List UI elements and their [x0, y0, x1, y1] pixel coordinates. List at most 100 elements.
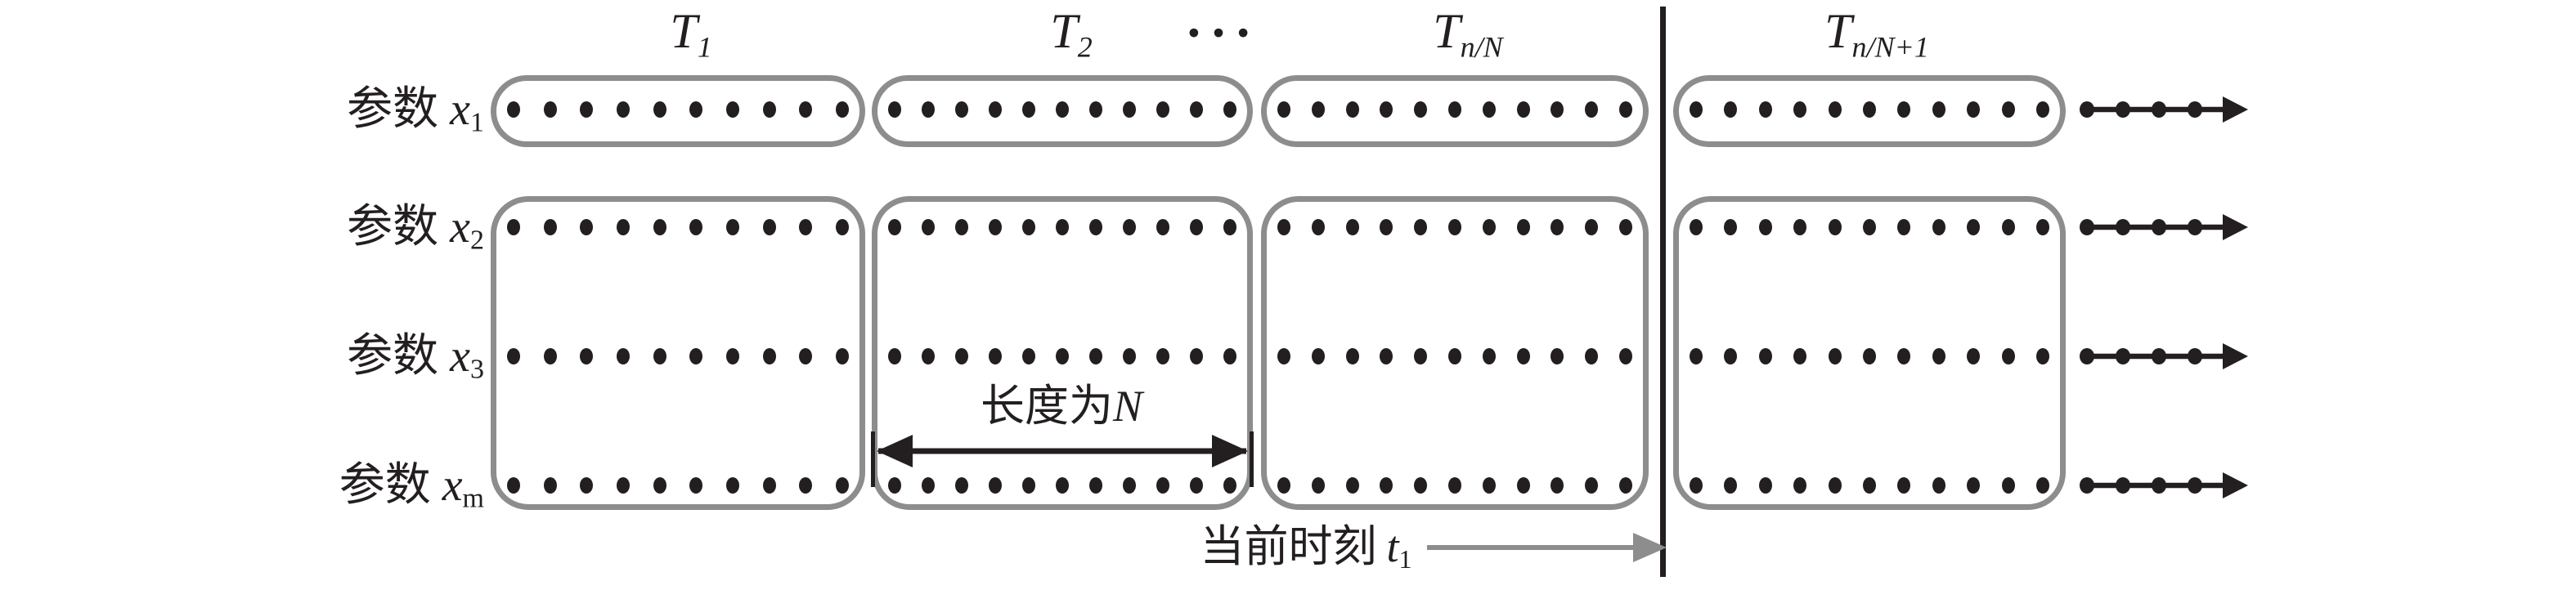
data-point-dot [1551, 101, 1564, 118]
data-point-dot [1932, 477, 1945, 494]
data-point-dot [799, 219, 813, 235]
data-point-dot [507, 101, 520, 118]
length-tick-right [1250, 431, 1254, 487]
length-double-arrow [871, 431, 1254, 487]
data-point-dot [507, 219, 520, 235]
data-point-dot [1758, 219, 1772, 235]
data-point-dot [1223, 477, 1236, 494]
data-point-dot [1690, 477, 1703, 494]
time-window-pill-t1 [491, 75, 865, 147]
data-point-dot [1967, 477, 1981, 494]
data-point-dot [543, 219, 557, 235]
data-point-dot [1828, 101, 1842, 118]
data-point-dot [1447, 219, 1461, 235]
data-point-dot [989, 477, 1002, 494]
data-point-dot [1089, 101, 1102, 118]
trail-dot [2080, 101, 2094, 118]
data-point-series [1277, 347, 1632, 365]
data-point-dot [1585, 101, 1599, 118]
trail-dot [2080, 477, 2094, 494]
window-label-tnN: Tn/N [1433, 5, 1502, 74]
data-point-dot [1022, 101, 1035, 118]
data-point-dot [1967, 219, 1981, 235]
trail-dot [2188, 348, 2202, 364]
data-point-dot [1380, 477, 1393, 494]
data-point-dot [1190, 219, 1203, 235]
data-point-dot [989, 219, 1002, 235]
data-point-dot [580, 219, 594, 235]
data-point-dot [1828, 348, 1842, 364]
data-point-dot [922, 348, 935, 364]
data-point-dot [1089, 477, 1102, 494]
data-point-series [888, 218, 1236, 236]
data-point-dot [725, 101, 739, 118]
time-axis-continuation-arrow [2076, 211, 2249, 244]
data-point-dot [922, 101, 935, 118]
data-point-dot [1022, 219, 1035, 235]
data-point-dot [1967, 348, 1981, 364]
data-point-dot [799, 348, 813, 364]
data-point-series [1690, 218, 2049, 236]
window-length-annotation: 长度为N [981, 379, 1142, 433]
data-point-dot [1414, 348, 1428, 364]
row-label-text: 参数 [347, 84, 439, 135]
data-point-dot [616, 101, 630, 118]
window-variable: T [1824, 4, 1852, 58]
data-point-dot [653, 348, 666, 364]
data-point-series [888, 101, 1236, 118]
trail-dot [2152, 101, 2166, 118]
data-point-dot [580, 477, 594, 494]
data-point-dot [1724, 348, 1738, 364]
row-label-text: 参数 [339, 460, 431, 511]
data-point-dot [1516, 101, 1530, 118]
data-point-series [507, 476, 849, 494]
data-point-dot [1156, 477, 1169, 494]
time-window-pill-tnN1 [1673, 75, 2066, 147]
trail-dot [2188, 477, 2202, 494]
data-point-dot [1156, 101, 1169, 118]
data-point-dot [1793, 219, 1807, 235]
length-arrowhead-right [1212, 435, 1248, 467]
data-point-series [507, 347, 849, 365]
trail-dot [2116, 101, 2130, 118]
data-point-dot [955, 219, 968, 235]
data-point-series [1277, 218, 1632, 236]
data-point-series [1277, 101, 1632, 118]
row-label-text: 参数 [347, 202, 439, 253]
data-point-dot [507, 477, 520, 494]
row-variable: x [450, 202, 470, 253]
data-point-dot [1618, 219, 1632, 235]
data-point-dot [835, 101, 849, 118]
row-label-text: 参数 [347, 331, 439, 382]
data-point-dot [1618, 348, 1632, 364]
window-subscript: n/N+1 [1851, 30, 1929, 64]
data-point-dot [1932, 219, 1945, 235]
data-point-dot [1277, 219, 1290, 235]
data-point-dot [1758, 348, 1772, 364]
data-point-dot [762, 101, 776, 118]
data-point-dot [1277, 348, 1290, 364]
data-point-dot [2035, 348, 2049, 364]
data-point-dot [888, 219, 901, 235]
data-point-dot [580, 101, 594, 118]
data-point-dot [1223, 348, 1236, 364]
data-point-dot [1056, 477, 1069, 494]
data-point-dot [955, 477, 968, 494]
data-point-dot [762, 477, 776, 494]
trail-arrowhead [2223, 343, 2248, 369]
data-point-dot [1618, 477, 1632, 494]
data-point-dot [835, 348, 849, 364]
current-time-subscript: 1 [1398, 544, 1412, 574]
data-point-dot [835, 219, 849, 235]
window-label-tnN1: Tn/N+1 [1824, 5, 1929, 74]
data-point-dot [1311, 477, 1325, 494]
data-point-dot [689, 101, 703, 118]
data-point-dot [2035, 101, 2049, 118]
window-variable: T [670, 4, 698, 58]
data-point-dot [1190, 101, 1203, 118]
data-point-dot [616, 477, 630, 494]
data-point-series [888, 347, 1236, 365]
data-point-dot [1022, 348, 1035, 364]
